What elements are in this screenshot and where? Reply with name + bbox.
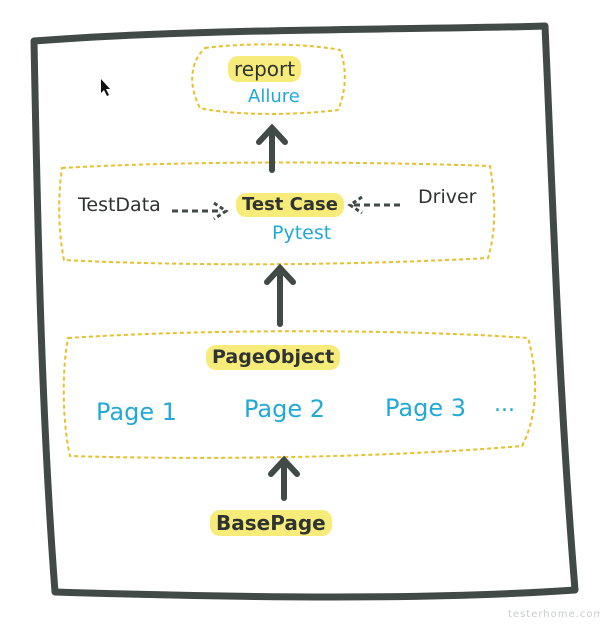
pytest-label: Pytest xyxy=(272,222,332,244)
arrow-pageobject-to-testcase xyxy=(264,263,296,327)
arrow-testcase-to-report xyxy=(256,123,288,173)
allure-label: Allure xyxy=(248,86,300,107)
page-3-label: Page 3 xyxy=(385,394,466,422)
basepage-label: BasePage xyxy=(210,510,332,536)
outer-frame xyxy=(30,22,579,601)
watermark-text: testerhome.com xyxy=(508,609,600,620)
testdata-label: TestData xyxy=(78,194,161,216)
pageobject-label: PageObject xyxy=(206,345,341,370)
cursor-icon xyxy=(101,79,110,96)
dashed-arrow-driver xyxy=(347,195,400,215)
page-1-label: Page 1 xyxy=(96,398,177,426)
report-dashed-box xyxy=(191,43,346,115)
testcase-label: Test Case xyxy=(236,193,344,217)
pageobject-dashed-box xyxy=(62,330,537,459)
driver-label: Driver xyxy=(418,186,477,208)
dashed-arrow-testdata xyxy=(172,201,229,221)
report-label: report xyxy=(228,56,302,82)
testcase-dashed-box xyxy=(58,161,496,266)
page-more-label: ... xyxy=(494,392,515,417)
page-2-label: Page 2 xyxy=(244,395,325,423)
arrow-basepage-to-pageobject xyxy=(268,455,300,501)
